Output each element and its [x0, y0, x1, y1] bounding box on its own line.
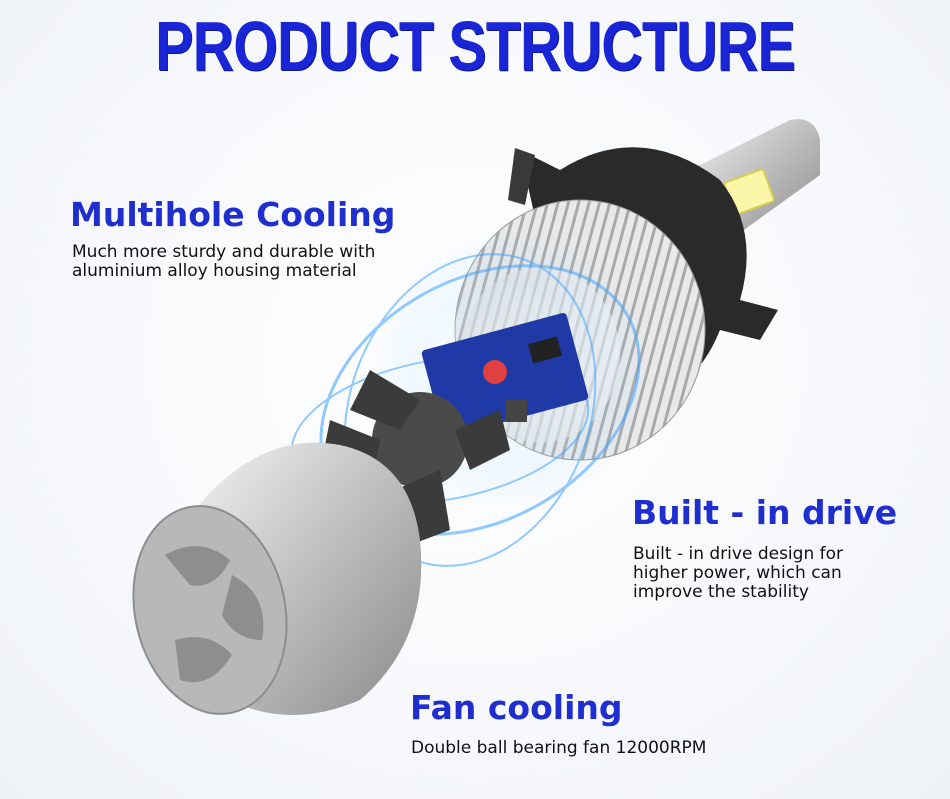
built-in-drive-heading: Built - in drive	[632, 493, 898, 532]
built-in-drive-line-1: Built - in drive design for	[633, 544, 843, 564]
driver-board	[421, 313, 589, 437]
fan-cooling-description: Double ball bearing fan 12000RPM	[411, 739, 706, 758]
fan-cooling-heading: Fan cooling	[410, 688, 623, 727]
built-in-drive-description: Built - in drive design for higher power…	[633, 545, 843, 602]
multihole-cooling-description: Much more sturdy and durable with alumin…	[72, 243, 375, 281]
built-in-drive-line-3: improve the stability	[633, 582, 809, 602]
built-in-drive-line-2: higher power, which can	[633, 563, 842, 583]
page-title: PRODUCT STRUCTURE	[155, 7, 796, 85]
fan-cap	[132, 442, 422, 715]
fan-cooling-line-1: Double ball bearing fan 12000RPM	[411, 738, 707, 758]
multihole-cooling-line-1: Much more sturdy and durable with	[72, 242, 376, 262]
multihole-cooling-line-2: aluminium alloy housing material	[72, 261, 357, 281]
multihole-cooling-heading: Multihole Cooling	[70, 195, 396, 234]
